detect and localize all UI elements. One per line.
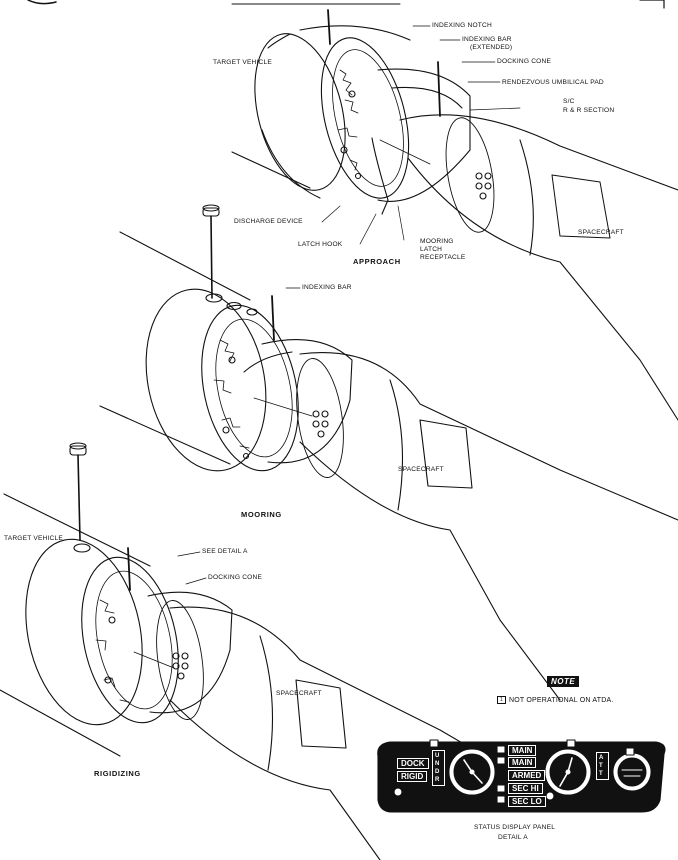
- sc-label: S/C: [563, 98, 575, 105]
- docking-cone-label-bottom: DOCKING CONE: [208, 574, 263, 581]
- note-body: NOT OPERATIONAL ON ATDA.: [509, 696, 614, 704]
- indexing-bar-label-mid: INDEXING BAR: [302, 284, 352, 291]
- panel-sec-lo-light: SEC LO: [508, 796, 546, 807]
- panel-rigid-light: RIGID: [397, 771, 428, 782]
- spacecraft-label-mid: SPACECRAFT: [398, 466, 444, 473]
- panel-att-light: ATT: [596, 752, 609, 780]
- indexing-bar-extended-sub: (EXTENDED): [470, 44, 513, 51]
- target-vehicle-label-bottom: TARGET VEHICLE: [4, 535, 63, 542]
- panel-main1-light: MAIN: [508, 745, 537, 756]
- panel-dock-light: DOCK: [397, 758, 429, 769]
- mooring-label-1: MOORING: [420, 238, 454, 245]
- spacecraft-label-bottom: SPACECRAFT: [276, 690, 322, 697]
- see-detail-a-label: SEE DETAIL A: [202, 548, 248, 555]
- discharge-device-label: DISCHARGE DEVICE: [234, 218, 303, 225]
- indexing-bar-extended-label: INDEXING BAR: [462, 36, 512, 43]
- panel-caption: STATUS DISPLAY PANEL: [474, 824, 556, 831]
- rendezvous-umbilical-pad-label: RENDEZVOUS UMBILICAL PAD: [502, 79, 604, 86]
- panel-sec-hi-light: SEC HI: [508, 783, 543, 794]
- mooring-label-3: RECEPTACLE: [420, 254, 466, 261]
- indexing-notch-label: INDEXING NOTCH: [432, 22, 492, 29]
- panel-detail-caption: DETAIL A: [498, 834, 528, 841]
- note-flag-icon: 1: [497, 696, 506, 704]
- spacecraft-label-top: SPACECRAFT: [578, 229, 624, 236]
- rr-section-label: R & R SECTION: [563, 107, 615, 114]
- panel-main2-light: MAIN: [508, 757, 537, 768]
- panel-undock-light: UNDR: [432, 750, 445, 786]
- target-vehicle-label-top: TARGET VEHICLE: [213, 59, 272, 66]
- stage-approach-label: APPROACH: [353, 257, 401, 266]
- stage-rigidizing-label: RIGIDIZING: [94, 769, 141, 778]
- mooring-label-2: LATCH: [420, 246, 443, 253]
- latch-hook-label: LATCH HOOK: [298, 241, 343, 248]
- mooring-assembly: [99, 204, 678, 701]
- stage-mooring-label: MOORING: [241, 510, 282, 519]
- note-title-badge: NOTE: [547, 676, 580, 687]
- panel-armed-light: ARMED: [508, 770, 546, 781]
- approach-assembly: [231, 3, 678, 421]
- rigidizing-assembly: [0, 442, 561, 860]
- docking-cone-label-top: DOCKING CONE: [497, 58, 552, 65]
